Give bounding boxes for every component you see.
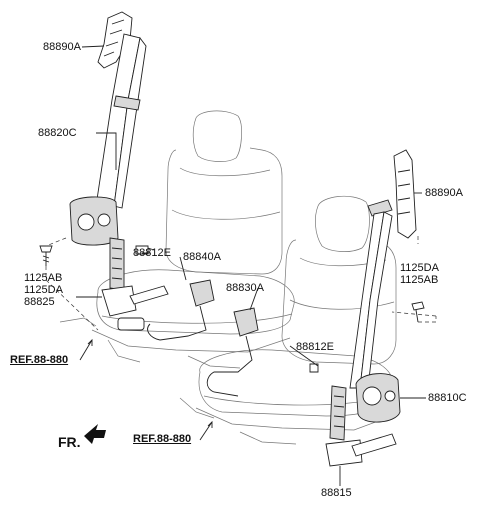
label-88815: 88815 [321,487,352,499]
label-1125da-left: 1125DA [24,284,63,296]
label-88890a-right: 88890A [425,187,463,199]
label-1125da-right: 1125DA [400,262,439,274]
label-1125ab-left: 1125AB [24,272,63,284]
leader-lines [76,45,426,486]
label-88820c: 88820C [38,127,77,139]
ref-label-right[interactable]: REF.88-880 [133,433,192,445]
ref-label-left[interactable]: REF.88-880 [10,354,69,366]
label-88810c: 88810C [428,392,467,404]
label-1125ab-right: 1125AB [400,274,439,286]
left-seat [59,110,295,369]
fr-label: FR. [58,434,81,450]
label-88825: 88825 [24,296,55,308]
label-88830a: 88830A [226,282,264,294]
label-88812e-right: 88812E [296,341,334,353]
label-88890a-left: 88890A [43,41,81,53]
left-belt-assembly [39,11,215,341]
label-88812e-left: 88812E [133,247,171,259]
forward-arrow-icon [84,424,106,444]
right-belt-assembly [206,149,437,467]
label-88840a: 88840A [183,251,221,263]
